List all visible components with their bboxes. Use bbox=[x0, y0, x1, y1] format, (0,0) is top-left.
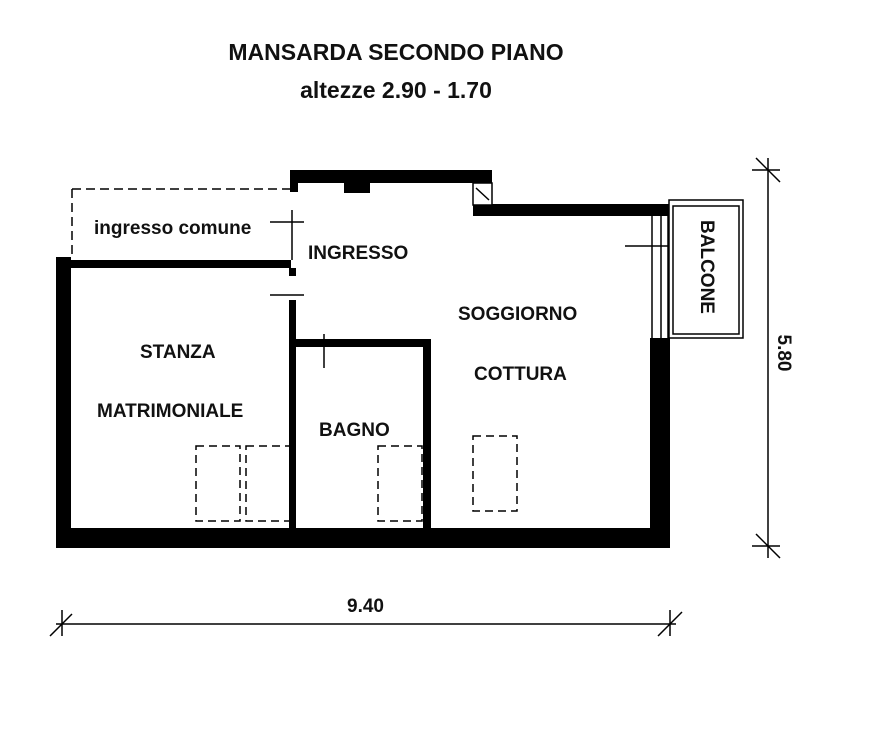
room-label-balcone: BALCONE bbox=[696, 220, 717, 314]
room-label-ingresso-comune: ingresso comune bbox=[94, 218, 252, 239]
room-label-ingresso: INGRESSO bbox=[308, 243, 409, 264]
bed-left bbox=[195, 445, 241, 522]
room-label-cottura: COTTURA bbox=[474, 364, 567, 385]
bagno-fixture bbox=[377, 445, 423, 522]
balcone-outline bbox=[668, 199, 744, 339]
wall-bottom bbox=[56, 528, 670, 548]
wall-ingresso-top bbox=[290, 170, 492, 183]
wall-recess bbox=[344, 180, 370, 193]
walls bbox=[56, 170, 670, 548]
wall-soggiorno-top bbox=[473, 204, 669, 216]
wall-partition-left bbox=[289, 300, 296, 528]
plan-title: MANSARDA SECONDO PIANO bbox=[228, 39, 564, 65]
room-label-bagno: BAGNO bbox=[319, 420, 390, 441]
dimension-lines bbox=[49, 157, 781, 637]
room-label-soggiorno: SOGGIORNO bbox=[458, 304, 578, 325]
wall-stanza-top bbox=[56, 260, 291, 268]
wall-bagno-right bbox=[423, 339, 431, 528]
wall-right-lower bbox=[650, 338, 670, 548]
ingresso-comune-outline bbox=[71, 188, 290, 258]
soggiorno-fixture bbox=[472, 435, 518, 512]
plan-subtitle-heights: altezze 2.90 - 1.70 bbox=[300, 77, 492, 103]
wall-left bbox=[56, 257, 71, 548]
room-label-stanza: STANZA bbox=[140, 342, 216, 363]
furniture-dashed bbox=[195, 435, 518, 522]
wall-bagno-top bbox=[289, 339, 430, 347]
bed-right bbox=[245, 445, 291, 522]
chimney-symbol bbox=[472, 182, 493, 206]
door-marks bbox=[270, 210, 669, 368]
room-label-matrimoniale: MATRIMONIALE bbox=[97, 401, 244, 422]
wall-ingresso-left-stub bbox=[289, 268, 296, 276]
dimension-height: 5.80 bbox=[773, 334, 794, 372]
wall-ingresso-stub bbox=[290, 170, 298, 192]
dimension-width: 9.40 bbox=[347, 596, 384, 617]
